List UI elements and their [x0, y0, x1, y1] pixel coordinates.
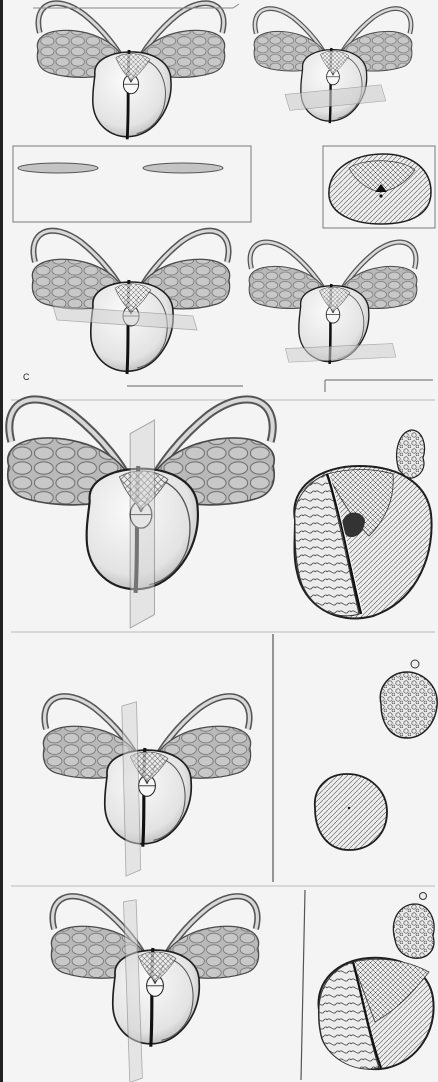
prostate-drawing-1a [37, 3, 225, 139]
gland-section-4 [315, 774, 387, 850]
diagram-row-1 [33, 3, 412, 139]
divider-row-5 [301, 890, 305, 1080]
diagram-row-5 [11, 886, 435, 1082]
diagram-row-4 [11, 632, 437, 882]
sagittal-section-3 [294, 430, 431, 618]
panel-label-c: C [23, 372, 30, 382]
seminal-vesicle-section-right [143, 163, 223, 173]
prostate-drawing-2b [249, 242, 417, 364]
diagram-row-2: C [13, 231, 435, 392]
prostate-drawing-2a [32, 231, 229, 374]
prostate-drawing-3 [8, 399, 274, 628]
section-dot [411, 660, 419, 668]
prostate-drawing-5 [51, 896, 258, 1082]
section-frame-left [13, 146, 251, 222]
sagittal-section-5 [319, 893, 434, 1070]
prostate-drawing-4 [43, 696, 250, 876]
seminal-vesicle-section-left [18, 163, 98, 173]
vesicle-section-4 [380, 672, 437, 738]
transverse-section-base [329, 154, 431, 224]
diagram-row-3 [8, 399, 435, 628]
diagram-row-1-sections [13, 146, 435, 228]
prostate-drawing-1b [254, 9, 412, 124]
